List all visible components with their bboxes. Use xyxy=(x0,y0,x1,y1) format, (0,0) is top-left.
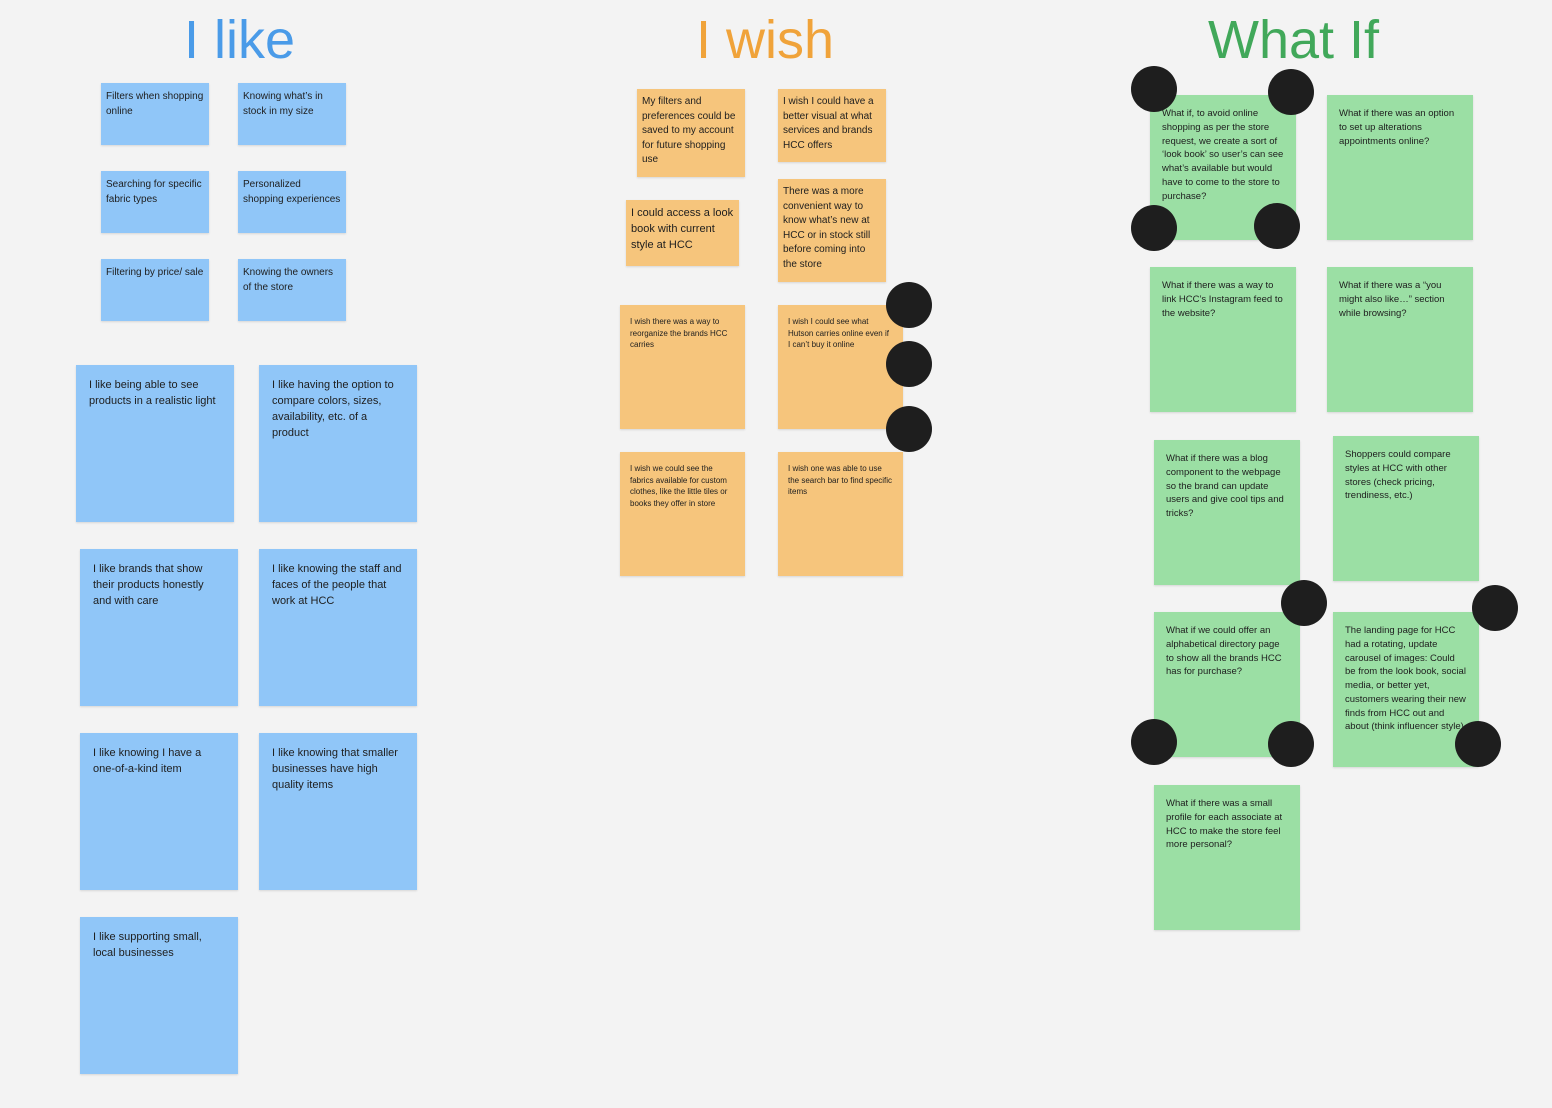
sticky-note[interactable]: Personalized shopping experiences xyxy=(238,171,346,233)
vote-dot[interactable] xyxy=(886,341,932,387)
sticky-note[interactable]: What if, to avoid online shopping as per… xyxy=(1150,95,1296,240)
what-if-heading: What If xyxy=(1208,10,1380,70)
sticky-note[interactable]: Knowing the owners of the store xyxy=(238,259,346,321)
sticky-note[interactable]: What if there was a blog component to th… xyxy=(1154,440,1300,585)
i-wish-heading: I wish xyxy=(696,10,835,70)
vote-dot[interactable] xyxy=(1131,205,1177,251)
vote-dot[interactable] xyxy=(886,282,932,328)
sticky-note[interactable]: Searching for specific fabric types xyxy=(101,171,209,233)
sticky-note[interactable]: I wish there was a way to reorganize the… xyxy=(620,305,745,429)
sticky-note[interactable]: Filtering by price/ sale xyxy=(101,259,209,321)
sticky-note[interactable]: I like having the option to compare colo… xyxy=(259,365,417,522)
vote-dot[interactable] xyxy=(886,406,932,452)
sticky-note[interactable]: Knowing what’s in stock in my size xyxy=(238,83,346,145)
sticky-note[interactable]: I wish we could see the fabrics availabl… xyxy=(620,452,745,576)
sticky-note[interactable]: What if there was a way to link HCC’s In… xyxy=(1150,267,1296,412)
sticky-note[interactable]: What if there was a small profile for ea… xyxy=(1154,785,1300,930)
sticky-note[interactable]: Shoppers could compare styles at HCC wit… xyxy=(1333,436,1479,581)
i-like-heading: I like xyxy=(184,10,296,70)
vote-dot[interactable] xyxy=(1131,719,1177,765)
sticky-note[interactable]: I could access a look book with current … xyxy=(626,200,739,266)
sticky-note[interactable]: The landing page for HCC had a rotating,… xyxy=(1333,612,1479,767)
sticky-note[interactable]: There was a more convenient way to know … xyxy=(778,179,886,282)
sticky-note[interactable]: What if there was an option to set up al… xyxy=(1327,95,1473,240)
sticky-note[interactable]: I wish I could have a better visual at w… xyxy=(778,89,886,162)
sticky-note[interactable]: I wish one was able to use the search ba… xyxy=(778,452,903,576)
sticky-note[interactable]: I like knowing I have a one-of-a-kind it… xyxy=(80,733,238,890)
vote-dot[interactable] xyxy=(1455,721,1501,767)
vote-dot[interactable] xyxy=(1268,69,1314,115)
vote-dot[interactable] xyxy=(1254,203,1300,249)
sticky-note[interactable]: My filters and preferences could be save… xyxy=(637,89,745,177)
sticky-note[interactable]: I wish I could see what Hutson carries o… xyxy=(778,305,903,429)
sticky-note[interactable]: I like knowing that smaller businesses h… xyxy=(259,733,417,890)
vote-dot[interactable] xyxy=(1131,66,1177,112)
vote-dot[interactable] xyxy=(1268,721,1314,767)
sticky-note[interactable]: Filters when shopping online xyxy=(101,83,209,145)
sticky-note[interactable]: I like being able to see products in a r… xyxy=(76,365,234,522)
vote-dot[interactable] xyxy=(1472,585,1518,631)
sticky-note[interactable]: I like brands that show their products h… xyxy=(80,549,238,706)
sticky-note[interactable]: I like supporting small, local businesse… xyxy=(80,917,238,1074)
sticky-note[interactable]: I like knowing the staff and faces of th… xyxy=(259,549,417,706)
vote-dot[interactable] xyxy=(1281,580,1327,626)
sticky-note[interactable]: What if we could offer an alphabetical d… xyxy=(1154,612,1300,757)
sticky-note[interactable]: What if there was a “you might also like… xyxy=(1327,267,1473,412)
